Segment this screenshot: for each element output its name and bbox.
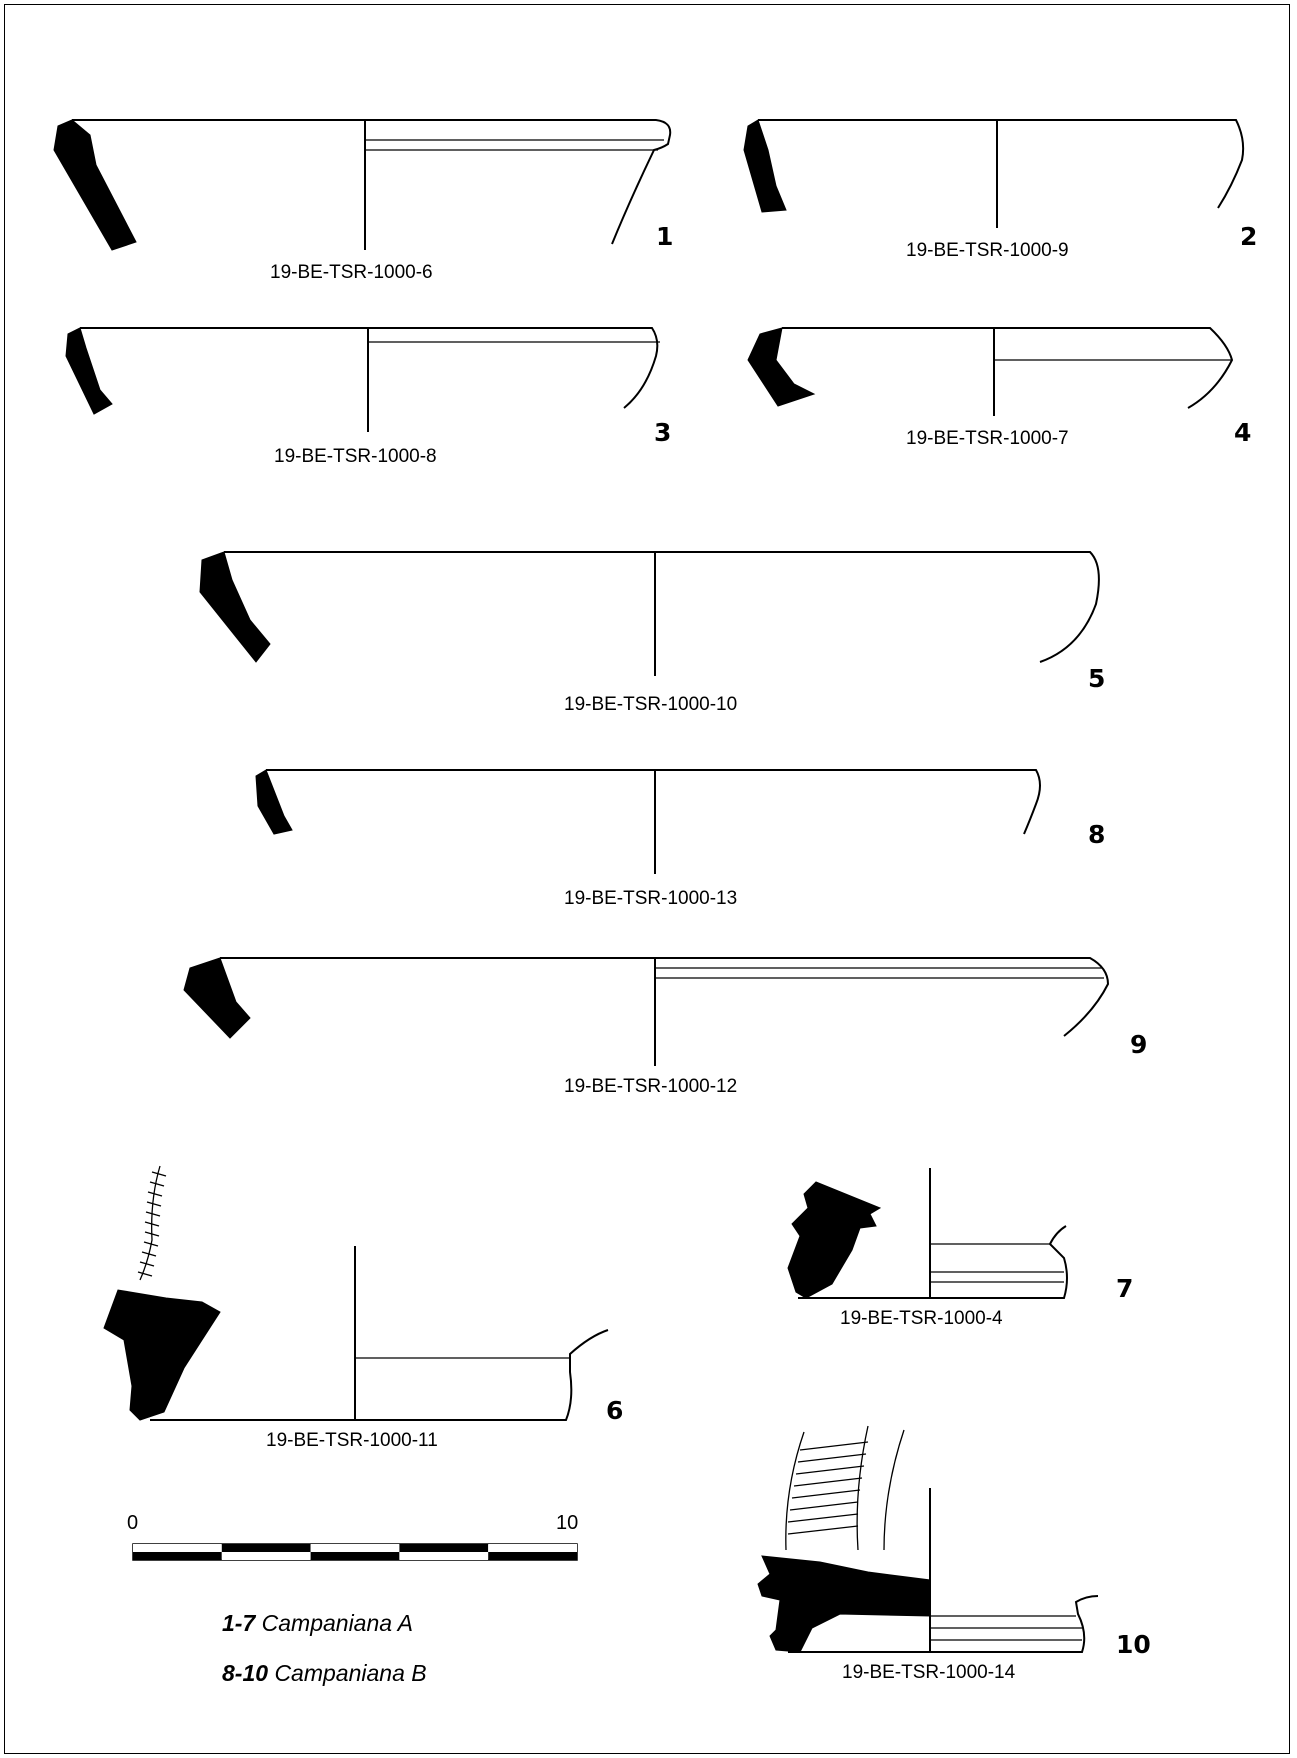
legend-range-1: 1-7 [222,1610,256,1636]
sherd-10-code: 19-BE-TSR-1000-14 [842,1662,1016,1683]
legend-ware-1: Campaniana A [261,1610,413,1636]
sherd-1-rim [72,119,672,245]
sherd-3-rim [80,327,659,409]
legend-ware-2: Campaniana B [274,1660,427,1686]
plate-frame [4,4,1290,1754]
sherd-10-drawing [757,1425,1099,1653]
sherd-5-number: 5 [1088,664,1106,693]
sherd-3-section [65,327,113,415]
sherd-10-number: 10 [1116,1630,1151,1659]
sherd-5-section [199,551,271,663]
scale-bar-cells [133,1544,577,1560]
sherd-4-section [747,327,816,407]
sherd-8-number: 8 [1088,820,1106,849]
sherd-1-section [53,119,137,251]
legend-line-2: 8-10 Campaniana B [222,1660,427,1687]
sherd-9-code: 19-BE-TSR-1000-12 [564,1076,738,1097]
sherd-7-drawing [787,1168,1068,1299]
sherd-2-rim [758,119,1245,209]
sherd-9-groove [655,967,1104,979]
sherd-10-base [788,1595,1099,1653]
sherd-10-stamp-hatching [787,1441,869,1535]
sherd-7-grooves [930,1243,1064,1283]
sherd-9-rim [220,957,1110,1037]
sherd-2-code: 19-BE-TSR-1000-9 [906,240,1069,261]
sherd-7-base [798,1225,1068,1299]
sherd-2-section [743,119,787,213]
sherd-3-code: 19-BE-TSR-1000-8 [274,446,437,467]
sherd-1-code: 19-BE-TSR-1000-6 [270,262,433,283]
sherd-5-drawing [199,551,1100,676]
sherd-8-rim [266,769,1041,835]
legend-line-1: 1-7 Campaniana A [222,1610,413,1637]
sherd-4-code: 19-BE-TSR-1000-7 [906,428,1069,449]
sherd-7-section [787,1181,882,1299]
sherd-8-code: 19-BE-TSR-1000-13 [564,888,738,909]
sherd-6-crack-ticks [137,1171,167,1277]
sherd-8-drawing [255,769,1041,874]
sherd-2-number: 2 [1240,222,1258,251]
sherd-1-number: 1 [656,222,674,251]
scale-max-label: 10 [556,1512,579,1534]
sherd-9-number: 9 [1130,1030,1148,1059]
sherd-2-drawing [743,119,1245,228]
sherd-3-drawing [65,327,660,432]
legend-range-2: 8-10 [222,1660,269,1686]
sherd-1-drawing [53,119,672,251]
sherd-8-section [255,769,293,835]
sherd-6-code: 19-BE-TSR-1000-11 [266,1430,438,1451]
sherd-10-wall-lines [785,1425,905,1551]
sherd-6-drawing [103,1165,609,1421]
sherd-3-number: 3 [654,418,672,447]
sherd-6-section [103,1289,221,1421]
sherd-1-groove [365,139,664,151]
sherd-7-number: 7 [1116,1274,1134,1303]
sherd-5-rim [224,551,1100,663]
sherd-6-crack [139,1165,161,1281]
sherd-4-drawing [747,327,1234,416]
sherd-4-rim [782,327,1234,409]
sherd-5-code: 19-BE-TSR-1000-10 [564,694,738,715]
sherd-9-drawing [183,957,1110,1066]
sherd-10-section [757,1555,931,1653]
scale-bar [132,1543,578,1561]
sherd-9-section [183,957,251,1039]
scale-min-label: 0 [127,1512,139,1534]
sherd-6-base [150,1329,609,1421]
sherd-7-code: 19-BE-TSR-1000-4 [840,1308,1003,1329]
sherd-6-number: 6 [606,1396,624,1425]
sherd-10-grooves [930,1615,1082,1641]
sherd-4-number: 4 [1234,418,1252,447]
